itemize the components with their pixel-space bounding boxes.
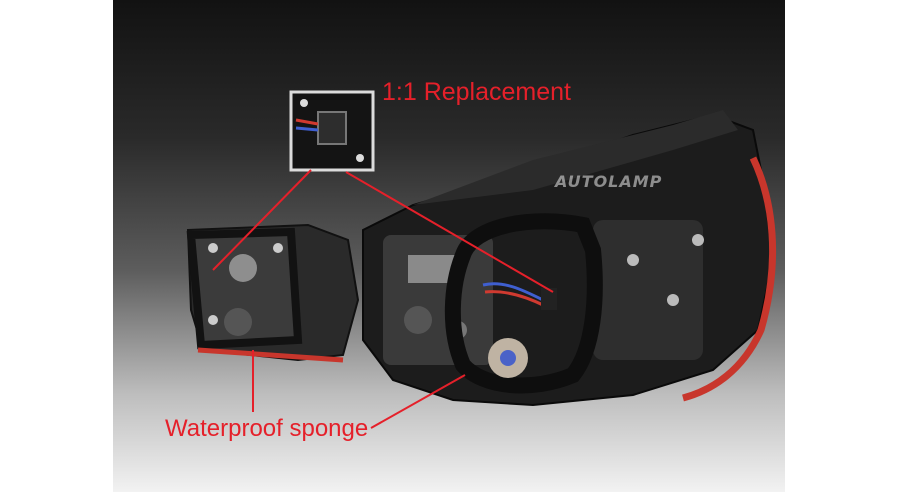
product-photo (113, 0, 785, 492)
waterproof-sponge-label: Waterproof sponge (165, 415, 369, 442)
sponge-gasket-main (444, 213, 603, 394)
tail-lamp-illustration (186, 90, 777, 429)
small-lamp-gasket (186, 227, 303, 350)
red-lens-edge (682, 156, 777, 402)
housing-top-wing (413, 110, 738, 205)
watermark-logo: AUTOLAMP (555, 172, 663, 191)
pointer-line-sponge-right (370, 374, 466, 429)
pointer-line-right-connector (345, 171, 554, 293)
inner-mechanism (383, 235, 493, 365)
replacement-label: 1:1 Replacement (382, 78, 572, 106)
pointer-line-left-connector (212, 169, 312, 271)
